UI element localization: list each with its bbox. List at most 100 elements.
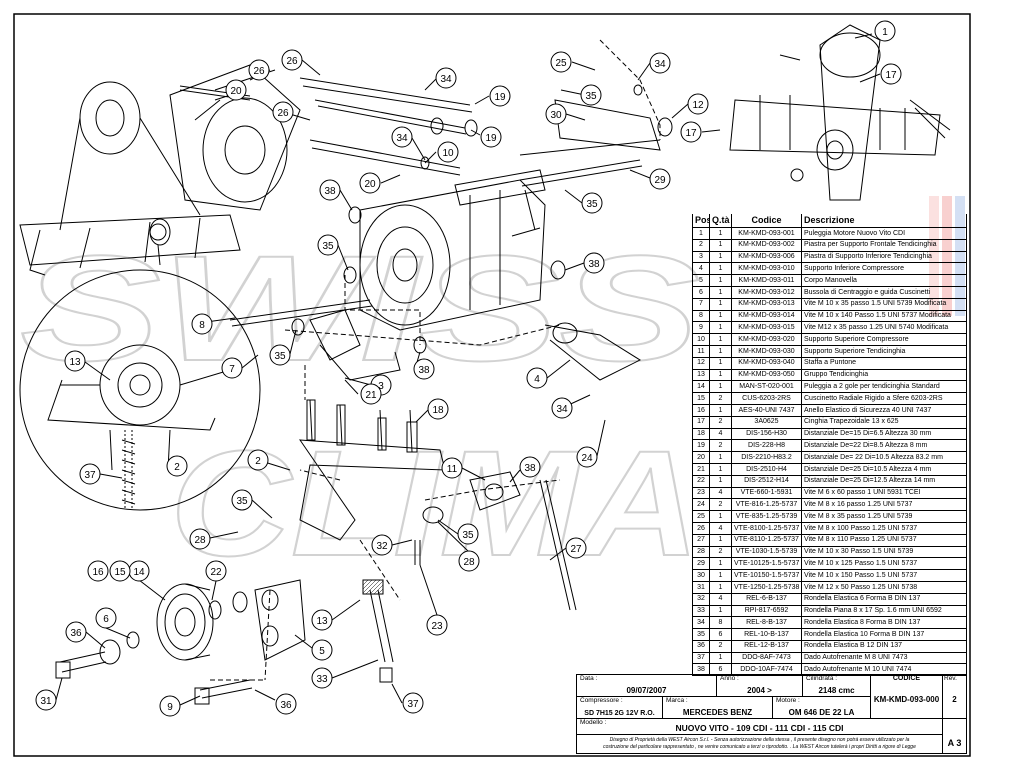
row-code: KM-KMD-093-020 xyxy=(731,333,802,346)
row-code: VTE-8110-1.25-5737 xyxy=(731,533,802,547)
row-qty: 1 xyxy=(709,380,732,394)
engine-isometric-detail xyxy=(729,24,951,201)
model-label: Modello : xyxy=(580,719,607,726)
row-pos: 23 xyxy=(692,486,710,500)
row-pos: 1 xyxy=(692,227,710,240)
rev-label: Rev. xyxy=(944,675,957,682)
row-qty: 1 xyxy=(709,309,732,323)
row-code: DIS-156-H30 xyxy=(731,427,802,441)
ownership-notice-line1: Disegno di Proprietà della WEST Aircon S… xyxy=(609,737,910,743)
header-description: Descrizione xyxy=(801,214,967,228)
row-qty: 1 xyxy=(709,321,732,335)
row-code: VTE-660-1-5931 xyxy=(731,486,802,500)
row-pos: 19 xyxy=(692,439,710,453)
row-code: KM-KMD-093-002 xyxy=(731,238,802,252)
tb-rev-cell: Rev. 2 xyxy=(943,675,966,719)
row-pos: 7 xyxy=(692,297,710,311)
row-code: VTE-816-1.25-5737 xyxy=(731,498,802,512)
code-value: KM-KMD-093-000 xyxy=(873,695,940,704)
row-code: REL-8-B-137 xyxy=(731,616,802,630)
brand-value: MERCEDES BENZ xyxy=(682,708,753,717)
row-qty: 1 xyxy=(709,580,732,594)
tb-format-cell: A 3 xyxy=(943,719,966,753)
row-qty: 1 xyxy=(709,651,732,665)
row-description: Vite M 10 x 35 passo 1.5 UNI 5739 Modifi… xyxy=(801,297,967,311)
row-pos: 18 xyxy=(692,427,710,441)
row-description: Corpo Manovella xyxy=(801,274,967,287)
row-description: Rondella Elastica 8 Forma B DIN 137 xyxy=(801,616,967,630)
row-pos: 12 xyxy=(692,356,710,370)
row-description: Cinghia Trapezoidale 13 x 625 xyxy=(801,415,967,429)
engine-label: Motore : xyxy=(776,697,800,704)
tb-brand-cell: Marca : MERCEDES BENZ xyxy=(663,697,773,719)
row-description: Supporto Superiore Compressore xyxy=(801,333,967,346)
row-pos: 32 xyxy=(692,592,710,606)
row-description: Vite M 6 x 60 passo 1 UNI 5931 TCEI xyxy=(801,486,967,500)
row-qty: 4 xyxy=(709,521,732,535)
row-code: REL-6-B-137 xyxy=(731,592,802,606)
row-qty: 1 xyxy=(709,557,732,571)
row-description: Vite M 8 x 16 passo 1.25 UNI 5737 xyxy=(801,498,967,512)
parts-list-table: Pos Q.tà Codice Descrizione 11KM-KMD-093… xyxy=(692,214,967,677)
row-description: Staffa a Puntone xyxy=(801,356,967,370)
displacement-value: 2148 cmc xyxy=(818,686,855,695)
row-description: Supporto Inferiore Compressore xyxy=(801,262,967,276)
row-pos: 25 xyxy=(692,510,710,523)
rev-value: 2 xyxy=(952,695,957,704)
row-description: Anello Elastico di Sicurezza 40 UNI 7437 xyxy=(801,403,967,417)
row-description: Puleggia Motore Nuovo Vito CDI xyxy=(801,227,967,240)
row-qty: 4 xyxy=(709,427,732,441)
row-pos: 26 xyxy=(692,521,710,535)
row-description: Bussola di Centraggio e guida Cuscinetti xyxy=(801,285,967,299)
row-qty: 1 xyxy=(709,368,732,382)
row-pos: 20 xyxy=(692,451,710,464)
row-code: VTE-8100-1.25-5737 xyxy=(731,521,802,535)
row-qty: 8 xyxy=(709,616,732,630)
row-qty: 2 xyxy=(709,415,732,429)
row-qty: 6 xyxy=(709,628,732,641)
row-qty: 2 xyxy=(709,545,732,559)
row-code: DDO-8AF-7473 xyxy=(731,651,802,665)
svg-text:CLIMA: CLIMA xyxy=(170,419,700,587)
row-pos: 17 xyxy=(692,415,710,429)
row-qty: 2 xyxy=(709,498,732,512)
pulley-assembly xyxy=(55,579,306,705)
row-description: Cuscinetto Radiale Rigido a Sfere 6203-2… xyxy=(801,392,967,405)
row-pos: 2 xyxy=(692,238,710,252)
row-pos: 34 xyxy=(692,616,710,630)
row-code: DIS-2510-H4 xyxy=(731,462,802,476)
row-description: Rondella Elastica 6 Forma B DIN 137 xyxy=(801,592,967,606)
hardware-and-centerlines xyxy=(210,39,673,681)
tensioner-screw xyxy=(362,540,421,683)
row-description: Puleggia a 2 gole per tendicinghia Stand… xyxy=(801,380,967,394)
row-pos: 24 xyxy=(692,498,710,512)
row-pos: 27 xyxy=(692,533,710,547)
engine-value: OM 646 DE 22 LA xyxy=(788,708,855,717)
tb-year-cell: Anno : 2004 > xyxy=(717,675,803,697)
row-code: KM-KMD-093-013 xyxy=(731,297,802,311)
row-code: KM-KMD-093-001 xyxy=(731,227,802,240)
row-description: Vite M 10 x 30 Passo 1.5 UNI 5739 xyxy=(801,545,967,559)
row-code: KM-KMD-093-040 xyxy=(731,356,802,370)
tb-model-cell: Modello : NUOVO VITO - 109 CDI - 111 CDI… xyxy=(577,719,943,735)
